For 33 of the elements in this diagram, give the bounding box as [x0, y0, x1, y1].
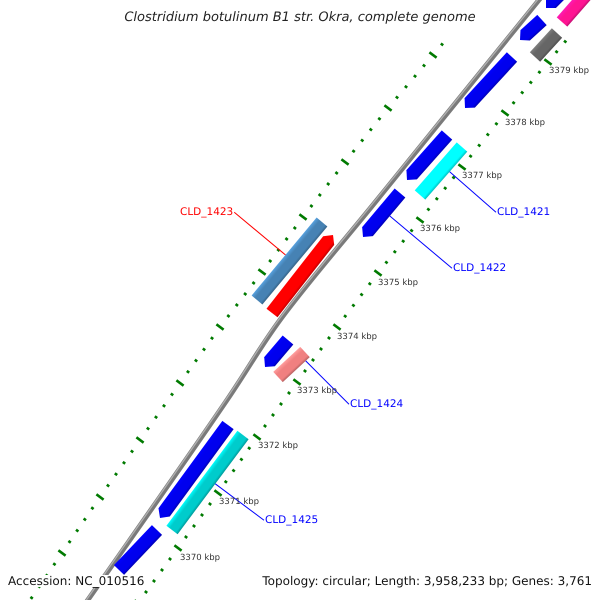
- gene-block: [464, 52, 518, 108]
- gene-block: [252, 218, 328, 304]
- title: Clostridium botulinum B1 str. Okra, complete genome: [123, 11, 477, 24]
- gene-block: [406, 130, 452, 180]
- leader-line: [389, 215, 452, 269]
- scale-label: 3370 kbp: [180, 554, 220, 562]
- gene-block: [530, 28, 562, 62]
- gene-label: CLD_1422: [453, 263, 506, 274]
- accession-text: Accession: NC_010516: [8, 575, 144, 587]
- gene-block: [266, 235, 334, 318]
- genome-info-text: Topology: circular; Length: 3,958,233 bp; Genes: 3,761: [262, 575, 592, 587]
- leader-line: [234, 212, 286, 256]
- gene-label: CLD_1423: [180, 207, 234, 218]
- scale-label: 3379 kbp: [549, 67, 590, 76]
- gene-label: CLD_1425: [265, 515, 318, 526]
- gene-block: [362, 188, 406, 237]
- scale-label: 3373 kbp: [297, 387, 338, 396]
- leader-line: [214, 483, 264, 521]
- scale-label: 3375 kbp: [378, 279, 418, 288]
- scale-label: 3376 kbp: [420, 225, 460, 234]
- leader-line: [305, 360, 350, 405]
- scale-label: 3377 kbp: [462, 172, 502, 180]
- gene-block: [273, 346, 310, 382]
- gene-label: CLD_1424: [350, 399, 404, 410]
- gene-label: CLD_1421: [497, 207, 550, 218]
- leader-line: [449, 171, 496, 213]
- scale-label: 3374 kbp: [337, 333, 378, 342]
- gene-block: [520, 14, 547, 40]
- gene-block: [264, 335, 294, 367]
- scale-label: 3378 kbp: [505, 119, 546, 128]
- scale-label: 3372 kbp: [258, 442, 298, 450]
- gene-block: [114, 525, 162, 575]
- scale-label: 3371 kbp: [219, 498, 260, 506]
